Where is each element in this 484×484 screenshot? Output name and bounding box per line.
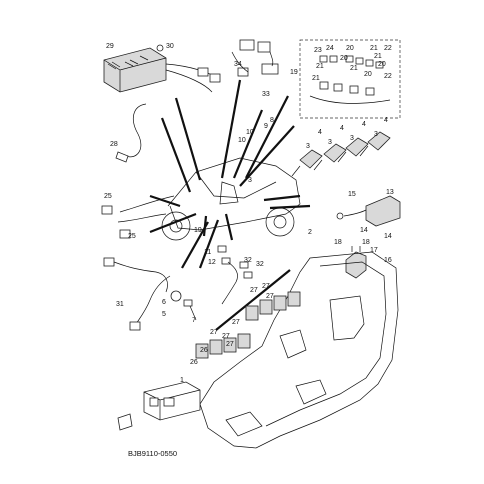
switch-16 (345, 246, 367, 279)
bracket-parts (170, 290, 197, 321)
callout-4-d: 4 (384, 117, 388, 124)
callout-27-c: 27 (266, 293, 274, 300)
callout-29: 29 (106, 43, 114, 50)
callout-20-b: 20 (340, 55, 348, 62)
callout-16: 16 (384, 257, 392, 264)
control-unit-right (336, 195, 401, 227)
callout-22-a: 22 (384, 45, 392, 52)
callout-27-g: 27 (226, 341, 234, 348)
callout-4-c: 4 (362, 121, 366, 128)
callout-27-e: 27 (210, 329, 218, 336)
callout-30: 30 (166, 43, 174, 50)
callout-26-a: 26 (200, 347, 208, 354)
callout-3-c: 3 (350, 135, 354, 142)
callout-3-a: 3 (306, 143, 310, 150)
callout-21-e: 21 (350, 65, 358, 72)
callout-21-a: 21 (370, 45, 378, 52)
callout-25-b: 25 (128, 233, 136, 240)
callout-14-a: 14 (360, 227, 368, 234)
callout-31: 31 (116, 301, 124, 308)
connector-cluster-top (197, 39, 279, 83)
vehicle-outline (161, 157, 301, 241)
callout-labels: 29 30 34 19 23 24 20 21 22 20 21 20 21 2… (104, 43, 394, 458)
callout-18-a: 18 (334, 239, 342, 246)
callout-10-b: 10 (238, 137, 246, 144)
callout-34: 34 (234, 61, 242, 68)
label-tag (117, 413, 133, 431)
callout-27-d: 27 (232, 319, 240, 326)
callout-15: 15 (348, 191, 356, 198)
callout-27-f: 27 (222, 333, 230, 340)
leader-lines (149, 79, 311, 331)
callout-4-b: 4 (340, 125, 344, 132)
ignition-coils (291, 131, 391, 177)
callout-21-b: 21 (374, 53, 382, 60)
callout-3-d: 3 (374, 131, 378, 138)
callout-28: 28 (110, 141, 118, 148)
callout-4-a: 4 (318, 129, 322, 136)
callout-27-b: 27 (262, 283, 270, 290)
callout-1: 1 (180, 377, 184, 384)
frame-chassis (199, 251, 399, 449)
callout-18-b: 18 (362, 239, 370, 246)
callout-8: 8 (270, 117, 274, 124)
sensor-cable-31 (129, 275, 171, 331)
harness-left (101, 195, 175, 293)
callout-33: 33 (262, 91, 270, 98)
diagram-code: BJB9110-0550 (128, 449, 177, 458)
callout-9: 9 (264, 123, 268, 130)
callout-19-top: 19 (290, 69, 298, 76)
battery-block (143, 381, 201, 421)
callout-25-a: 25 (104, 193, 112, 200)
callout-10-a: 10 (246, 129, 254, 136)
sensor-cable (115, 103, 147, 163)
callout-22-b: 22 (384, 73, 392, 80)
callout-11: 11 (204, 249, 211, 256)
callout-26-b: 26 (190, 359, 198, 366)
callout-23: 23 (314, 47, 322, 54)
callout-6: 6 (162, 299, 166, 306)
callout-13: 13 (386, 189, 394, 196)
callout-32-a: 32 (244, 257, 252, 264)
callout-21-d: 21 (312, 75, 320, 82)
connectors-center (217, 245, 253, 305)
callout-20-a: 20 (346, 45, 354, 52)
relay-modules (195, 291, 301, 359)
callout-17: 17 (370, 247, 378, 254)
callout-19-mid: 19 (194, 227, 202, 234)
callout-24: 24 (326, 45, 334, 52)
callout-3-e: 3 (248, 177, 252, 184)
callout-2: 2 (308, 229, 312, 236)
callout-32-b: 32 (256, 261, 264, 268)
callout-5: 5 (162, 311, 166, 318)
callout-27-a: 27 (250, 287, 258, 294)
callout-3-b: 3 (328, 139, 332, 146)
callout-21-c: 21 (316, 63, 324, 70)
callout-12: 12 (208, 259, 216, 266)
callout-20-d: 20 (364, 71, 372, 78)
callout-20-c: 20 (378, 61, 386, 68)
callout-14-b: 14 (384, 233, 392, 240)
callout-7: 7 (192, 317, 196, 324)
relay-box (299, 39, 401, 119)
